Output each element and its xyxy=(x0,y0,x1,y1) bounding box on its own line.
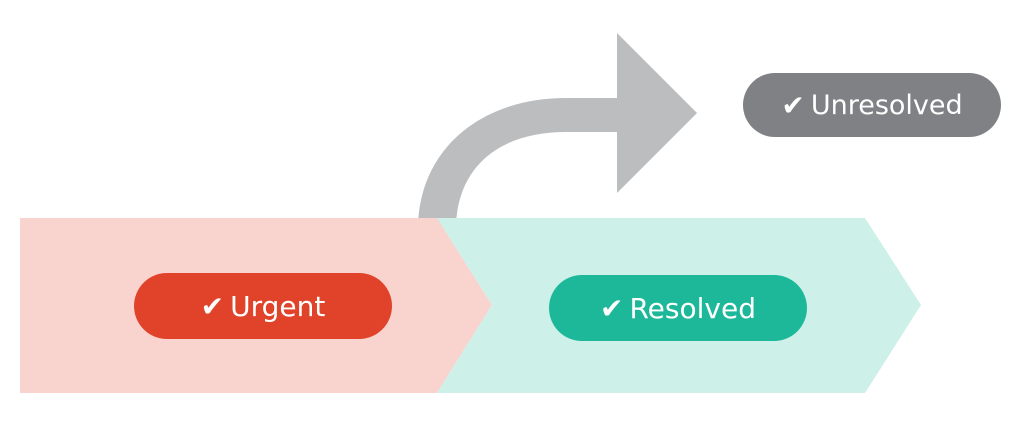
checkmark-icon: ✔ xyxy=(200,289,225,323)
unresolved-label: Unresolved xyxy=(810,89,963,121)
resolved-label: Resolved xyxy=(629,291,756,325)
checkmark-icon: ✔ xyxy=(781,88,805,122)
urgent-label: Urgent xyxy=(230,289,326,323)
unresolved-badge: ✔ Unresolved xyxy=(743,73,1001,137)
urgent-badge: ✔ Urgent xyxy=(134,273,392,339)
checkmark-icon: ✔ xyxy=(600,291,624,325)
resolved-badge: ✔ Resolved xyxy=(549,275,807,341)
branch-arrow-shaft xyxy=(418,98,618,230)
branch-arrow-head xyxy=(617,33,697,193)
